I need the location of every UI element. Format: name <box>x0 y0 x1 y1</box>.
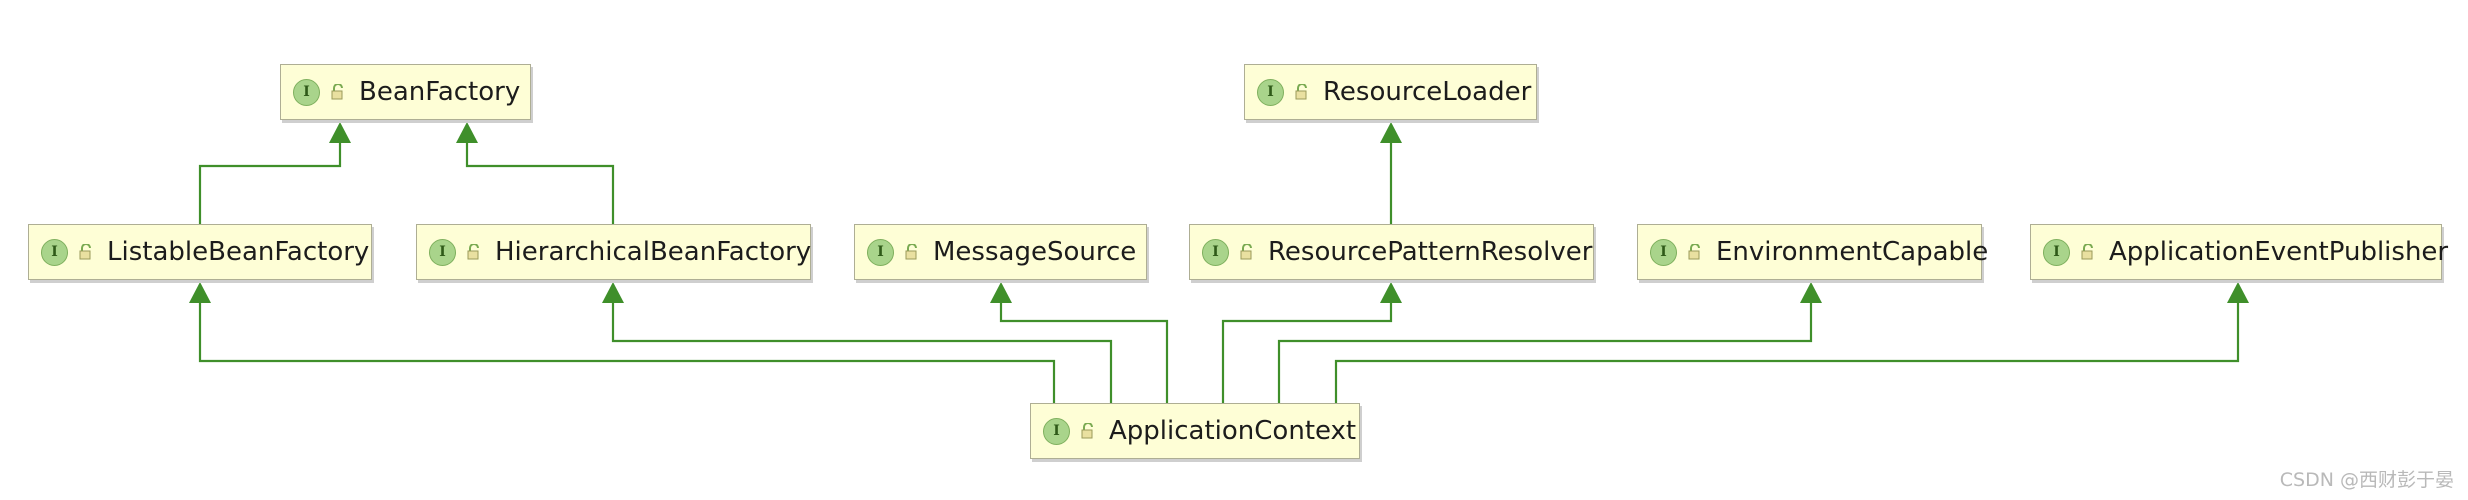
arrowhead-icon <box>1380 282 1402 303</box>
interface-icon: I <box>1202 238 1229 266</box>
edge-patternresolver-to-resourceloader <box>1380 122 1402 224</box>
node-label: ResourcePatternResolver <box>1268 237 1593 267</box>
arrowhead-icon <box>329 122 351 143</box>
watermark: CSDN @西财彭于晏 <box>2279 469 2454 491</box>
interface-icon: I <box>41 238 68 266</box>
interface-icon: I <box>293 78 320 106</box>
public-lock-icon <box>1240 244 1252 260</box>
public-lock-icon <box>1081 423 1093 439</box>
node-resource-loader[interactable]: I ResourceLoader <box>1244 64 1537 120</box>
node-application-context[interactable]: I ApplicationContext <box>1030 403 1360 459</box>
node-label: EnvironmentCapable <box>1716 237 1989 267</box>
edge-listable-to-beanfactory <box>198 122 351 224</box>
node-label: ResourceLoader <box>1323 77 1532 107</box>
public-lock-icon <box>331 84 343 100</box>
edge-context-to-listable <box>189 282 1056 403</box>
interface-icon: I <box>429 238 456 266</box>
node-label: HierarchicalBeanFactory <box>495 237 812 267</box>
edge-line <box>1277 302 1813 403</box>
edge-context-to-environment <box>1277 282 1822 403</box>
edge-hierarchical-to-beanfactory <box>456 122 615 224</box>
node-label: ListableBeanFactory <box>107 237 370 267</box>
edge-line <box>198 142 342 224</box>
node-label: ApplicationEventPublisher <box>2109 237 2449 267</box>
node-resource-pattern-resolver[interactable]: I ResourcePatternResolver <box>1189 224 1594 280</box>
edge-line <box>611 302 1113 403</box>
interface-icon: I <box>2043 238 2070 266</box>
edge-line <box>198 302 1056 403</box>
arrowhead-icon <box>990 282 1012 303</box>
node-message-source[interactable]: I MessageSource <box>854 224 1147 280</box>
edge-line <box>1221 302 1393 403</box>
public-lock-icon <box>2081 244 2093 260</box>
edge-line <box>999 302 1169 403</box>
public-lock-icon <box>1295 84 1307 100</box>
arrowhead-icon <box>456 122 478 143</box>
arrowhead-icon <box>2227 282 2249 303</box>
arrowhead-icon <box>1380 122 1402 143</box>
edge-context-to-messagesource <box>990 282 1169 403</box>
arrowhead-icon <box>1800 282 1822 303</box>
edge-line <box>1334 302 2240 403</box>
node-label: ApplicationContext <box>1109 416 1357 446</box>
interface-icon: I <box>1650 238 1677 266</box>
node-environment-capable[interactable]: I EnvironmentCapable <box>1637 224 1988 280</box>
public-lock-icon <box>79 244 91 260</box>
arrowhead-icon <box>189 282 211 303</box>
public-lock-icon <box>905 244 917 260</box>
node-bean-factory[interactable]: I BeanFactory <box>280 64 531 120</box>
edge-line <box>465 142 615 224</box>
node-application-event-publisher[interactable]: I ApplicationEventPublisher <box>2030 224 2448 280</box>
interface-icon: I <box>1043 417 1070 445</box>
interface-icon: I <box>867 238 894 266</box>
node-hierarchical-bean-factory[interactable]: I HierarchicalBeanFactory <box>416 224 811 280</box>
arrowhead-icon <box>602 282 624 303</box>
edge-context-to-patternresolver <box>1221 282 1402 403</box>
node-label: MessageSource <box>933 237 1137 267</box>
node-label: BeanFactory <box>359 77 521 107</box>
node-listable-bean-factory[interactable]: I ListableBeanFactory <box>28 224 372 280</box>
edge-context-to-hierarchical <box>602 282 1113 403</box>
interface-icon: I <box>1257 78 1284 106</box>
public-lock-icon <box>467 244 479 260</box>
public-lock-icon <box>1688 244 1700 260</box>
edge-context-to-eventpublisher <box>1334 282 2249 403</box>
